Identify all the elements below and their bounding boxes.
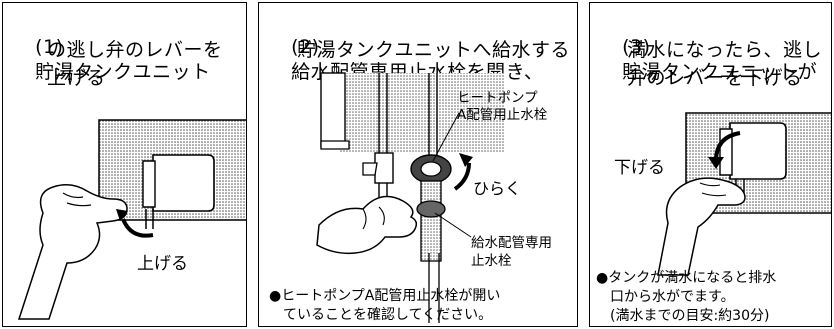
- step-3-note-line-2: 口から水がでます。: [596, 289, 735, 305]
- step-3-title-line-1: 貯湯タンクユニットが: [622, 61, 818, 83]
- step-1-panel: (1) 貯湯タンクユニット の逃し弁のレバーを 上げる 上げる: [2, 2, 247, 327]
- step-1-number: (1): [35, 36, 64, 58]
- step-2-number: (2): [291, 36, 320, 58]
- step-1-illustration: [17, 119, 246, 320]
- step-2-action-label: ひらく: [473, 179, 522, 198]
- supply-valve-callout-line-1: 給水配管専用: [471, 235, 552, 251]
- step-3-note-line-1: ●タンクが満水になると排水: [596, 270, 777, 286]
- step-2-illustration: [316, 72, 504, 323]
- step-3-note-line-3: (満水までの目安:約30分): [596, 308, 770, 324]
- step-3-number: (3): [622, 36, 651, 58]
- step-3-panel: (3) 貯湯タンクユニットが 満水になったら、逃し 弁のレバーを下げる 下げる …: [589, 2, 832, 327]
- step-1-title-line-2: の逃し弁のレバーを: [47, 39, 223, 61]
- step-2-panel: (2) 給水配管専用止水栓を開き、 貯湯タンクユニットへ給水する: [258, 2, 578, 327]
- step-2-title-line-2: 貯湯タンクユニットへ給水する: [297, 39, 571, 61]
- step-1-action-label: 上げる: [137, 254, 188, 274]
- heatpump-valve-callout-line-2: A配管用止水栓: [457, 107, 548, 123]
- supply-valve-callout-line-2: 止水栓: [471, 253, 512, 269]
- step-1-title-line-1: 貯湯タンクユニット: [35, 61, 211, 83]
- step-3-heading: (3) 貯湯タンクユニットが: [596, 10, 817, 110]
- step-3-illustration: [657, 112, 831, 276]
- step-3-title-line-3: 弁のレバーを下げる: [627, 67, 803, 89]
- step-1-heading: (1) 貯湯タンクユニット: [9, 10, 211, 110]
- step-2-note-line-2: ていることを確認してください。: [269, 307, 493, 323]
- step-1-title-line-3: 上げる: [47, 67, 106, 89]
- step-2-note-line-1: ●ヒートポンプA配管用止水栓が開い: [269, 288, 501, 304]
- heatpump-valve-callout-line-1: ヒートポンプ: [457, 90, 538, 106]
- step-3-title-line-2: 満水になったら、逃し: [627, 39, 823, 61]
- step-3-action-label: 下げる: [614, 158, 665, 178]
